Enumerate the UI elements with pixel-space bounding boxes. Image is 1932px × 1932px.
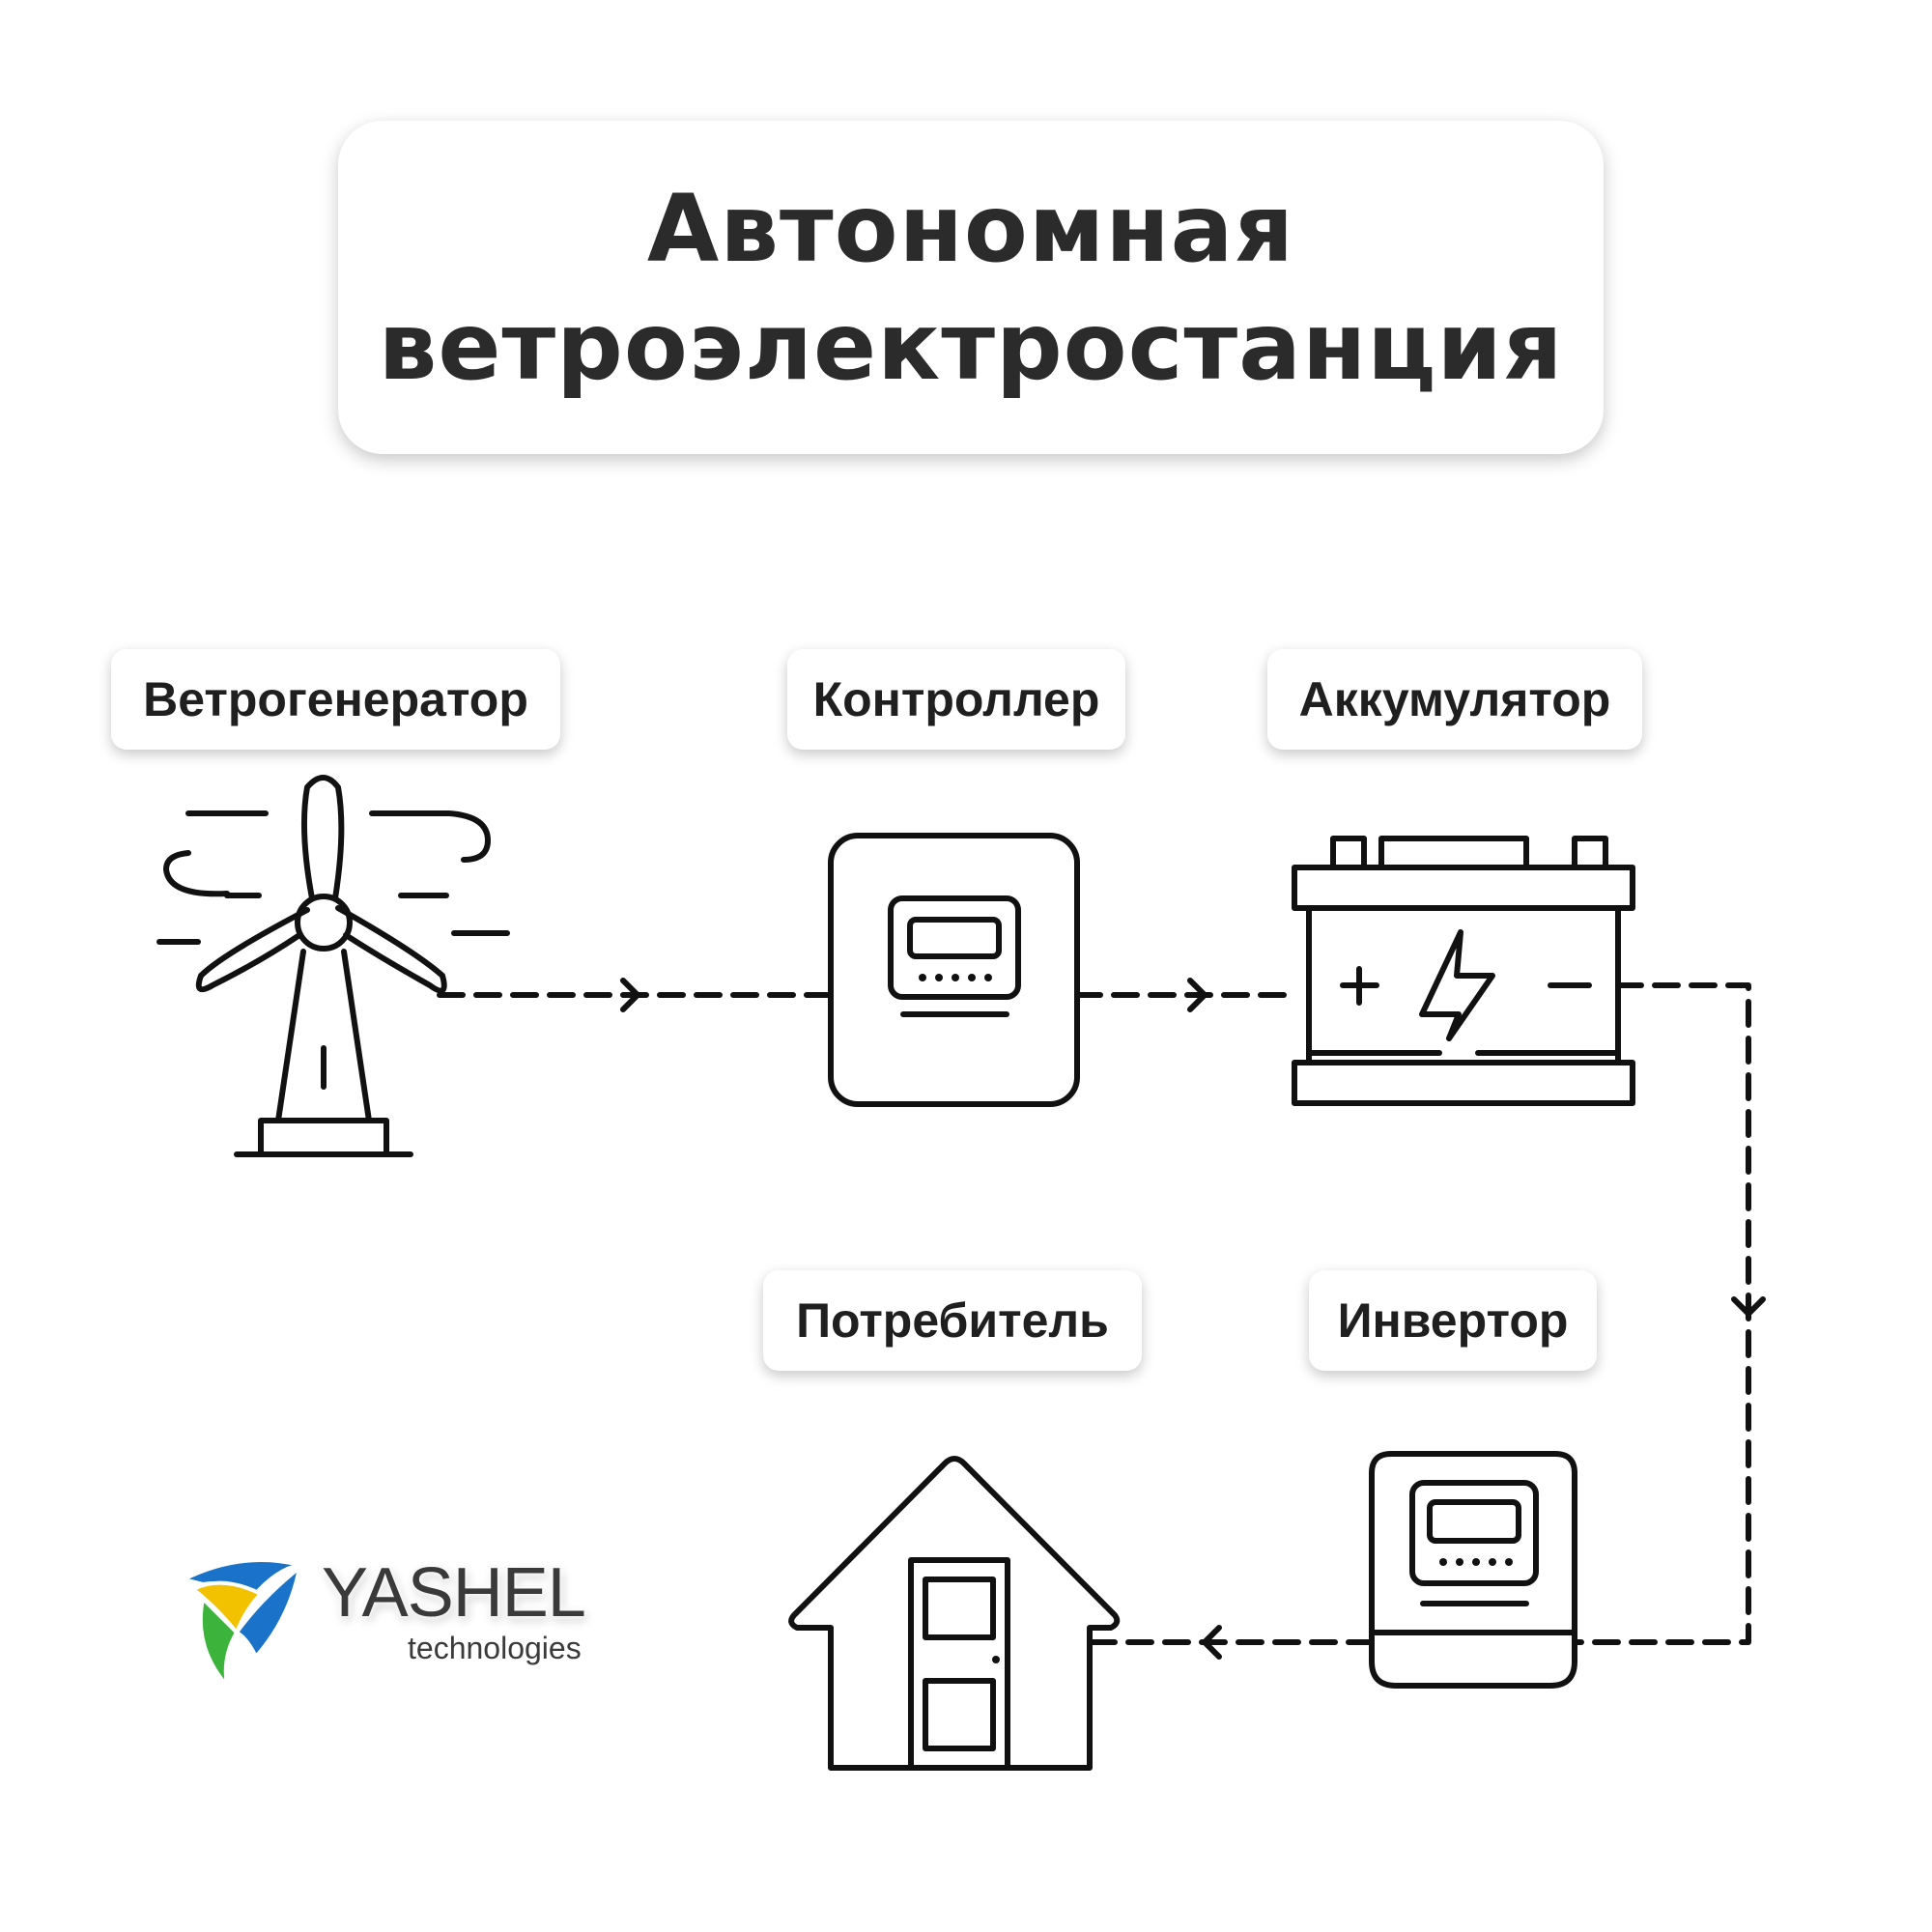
arrow-right-icon <box>620 978 640 1012</box>
title-card: Автономная ветроэлектростанция <box>338 121 1604 454</box>
controller-icon <box>828 833 1080 1107</box>
connector-battery-inverter <box>1572 982 1751 1645</box>
page-title-line-1: Автономная <box>646 174 1295 283</box>
battery-icon <box>1292 836 1635 1106</box>
logo-wordmark: YASHEL <box>322 1554 586 1632</box>
label-controller: Контроллер <box>787 649 1125 750</box>
arrow-down-icon <box>1731 1296 1766 1317</box>
house-icon <box>788 1456 1121 1771</box>
arrow-left-icon <box>1202 1625 1222 1660</box>
page-title-line-2: ветроэлектростанция <box>378 292 1564 401</box>
label-battery: Аккумулятор <box>1267 649 1642 750</box>
wind-turbine-icon <box>156 775 510 1157</box>
yashel-logo: YASHEL technologies <box>164 1541 667 1705</box>
label-inverter: Инвертор <box>1309 1270 1597 1371</box>
logo-mark-icon <box>178 1558 302 1692</box>
arrow-right-icon <box>1187 978 1208 1012</box>
label-consumer: Потребитель <box>763 1270 1142 1371</box>
label-wind-generator: Ветрогенератор <box>111 649 560 750</box>
logo-subtitle: technologies <box>408 1631 582 1665</box>
inverter-icon <box>1369 1451 1577 1689</box>
